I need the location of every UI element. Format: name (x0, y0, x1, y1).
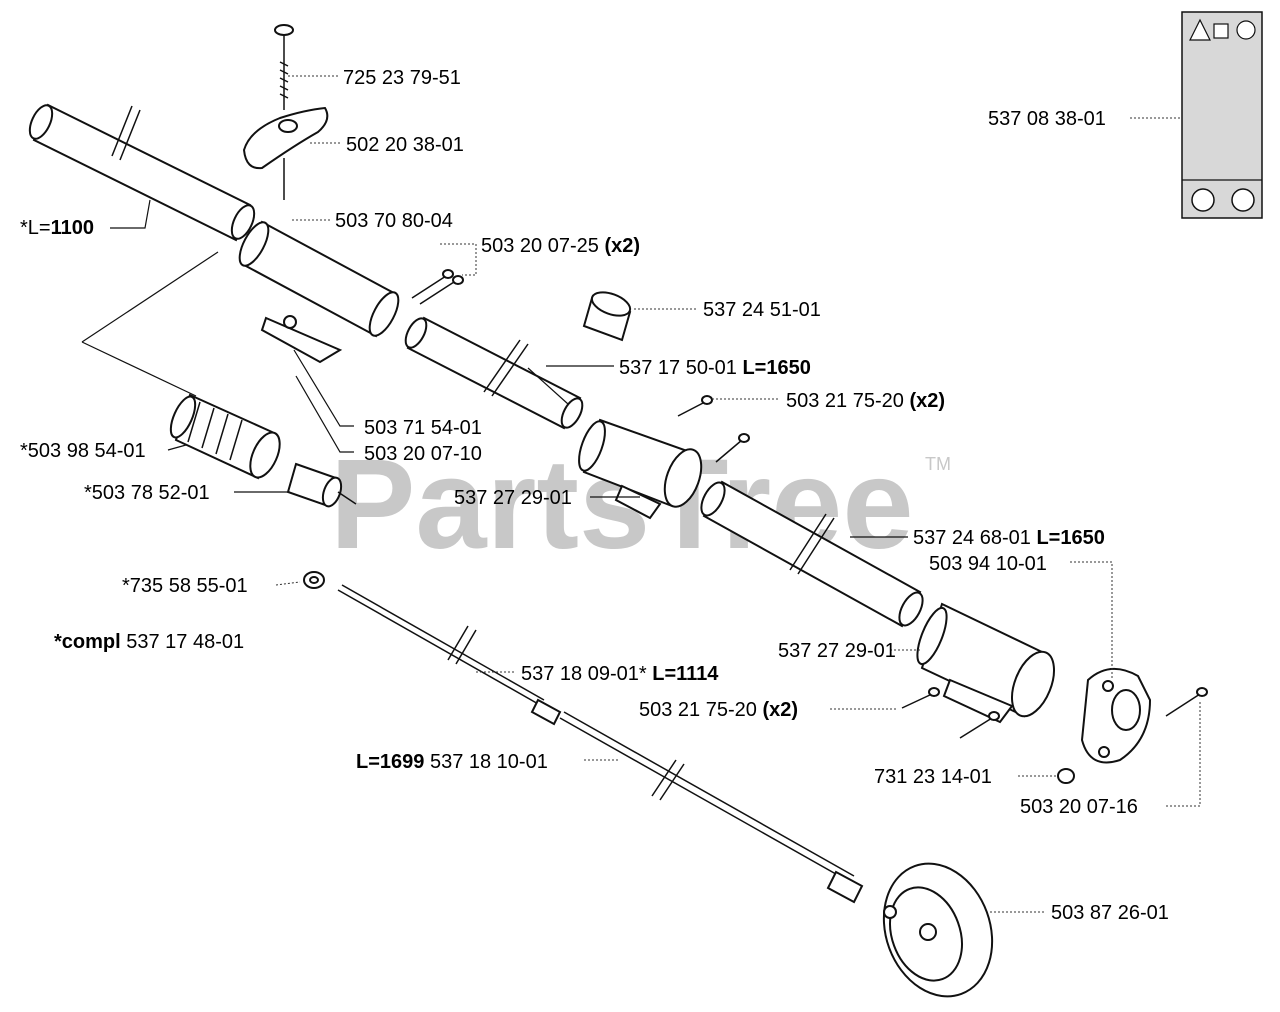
label-537-27-29-01-upper: 537 27 29-01 (454, 487, 572, 509)
label-503-20-07-25: 503 20 07-25 (x2) (481, 235, 640, 257)
label-503-78-52-01: *503 78 52-01 (84, 482, 210, 504)
label-503-70-80-04: 503 70 80-04 (335, 210, 453, 232)
label-537-17-48-01: *compl 537 17 48-01 (54, 631, 244, 653)
label-537-08-38-01: 537 08 38-01 (988, 108, 1106, 130)
tube-537-17-50-01[interactable] (401, 315, 586, 431)
label-503-87-26-01: 503 87 26-01 (1051, 902, 1169, 924)
tube-l1100[interactable] (25, 102, 259, 242)
bracket-503-94-10-01[interactable] (1080, 668, 1152, 764)
label-735-58-55-01: *735 58 55-01 (122, 575, 248, 597)
label-503-21-75-20-lower: 503 21 75-20 (x2) (639, 699, 798, 721)
screws-503-20-07-25[interactable] (411, 269, 464, 305)
label-502-20-38-01: 502 20 38-01 (346, 134, 464, 156)
clamp-503-70-80-04[interactable] (234, 218, 404, 364)
clamp-537-27-29-01-upper[interactable] (574, 418, 709, 520)
bolts-503-21-75-20-upper[interactable] (677, 395, 750, 463)
bushing-537-24-51-01[interactable] (582, 288, 633, 342)
label-l1100: *L=1100 (20, 217, 94, 239)
drive-shaft[interactable] (337, 584, 864, 904)
nut-731-23-14-01[interactable] (1057, 768, 1075, 784)
label-537-24-51-01: 537 24 51-01 (703, 299, 821, 321)
label-537-24-68-01: 537 24 68-01 L=1650 (913, 527, 1105, 549)
label-503-98-54-01: *503 98 54-01 (20, 440, 146, 462)
tube-537-24-68-01[interactable] (697, 479, 928, 629)
label-503-20-07-16: 503 20 07-16 (1020, 796, 1138, 818)
label-537-18-09-01: 537 18 09-01* L=1114 (521, 663, 719, 685)
label-503-21-75-20-upper: 503 21 75-20 (x2) (786, 390, 945, 412)
watermark-trademark: TM (925, 454, 951, 474)
decal-537-08-38-01[interactable] (1181, 11, 1263, 219)
label-503-71-54-01: 503 71 54-01 (364, 417, 482, 439)
bolts-503-21-75-20-lower[interactable] (901, 687, 1208, 739)
label-725-23-79-51: 725 23 79-51 (343, 67, 461, 89)
nut-503-78-52-01[interactable] (286, 462, 357, 509)
clamp-537-27-29-01-lower[interactable] (911, 602, 1062, 724)
label-503-20-07-10: 503 20 07-10 (364, 443, 482, 465)
drum-503-87-26-01[interactable] (866, 848, 1010, 1011)
screw-725-23-79-51[interactable] (274, 24, 294, 110)
leader-lines (81, 75, 1201, 913)
label-503-94-10-01: 503 94 10-01 (929, 553, 1047, 575)
knob-502-20-38-01[interactable] (242, 106, 329, 200)
washer-735-58-55-01[interactable] (303, 571, 325, 589)
label-537-18-10-01: L=1699 537 18 10-01 (356, 751, 548, 773)
label-537-27-29-01-lower: 537 27 29-01 (778, 640, 896, 662)
label-731-23-14-01: 731 23 14-01 (874, 766, 992, 788)
label-537-17-50-01: 537 17 50-01 L=1650 (619, 357, 811, 379)
insert-503-98-54-01[interactable] (166, 393, 286, 482)
